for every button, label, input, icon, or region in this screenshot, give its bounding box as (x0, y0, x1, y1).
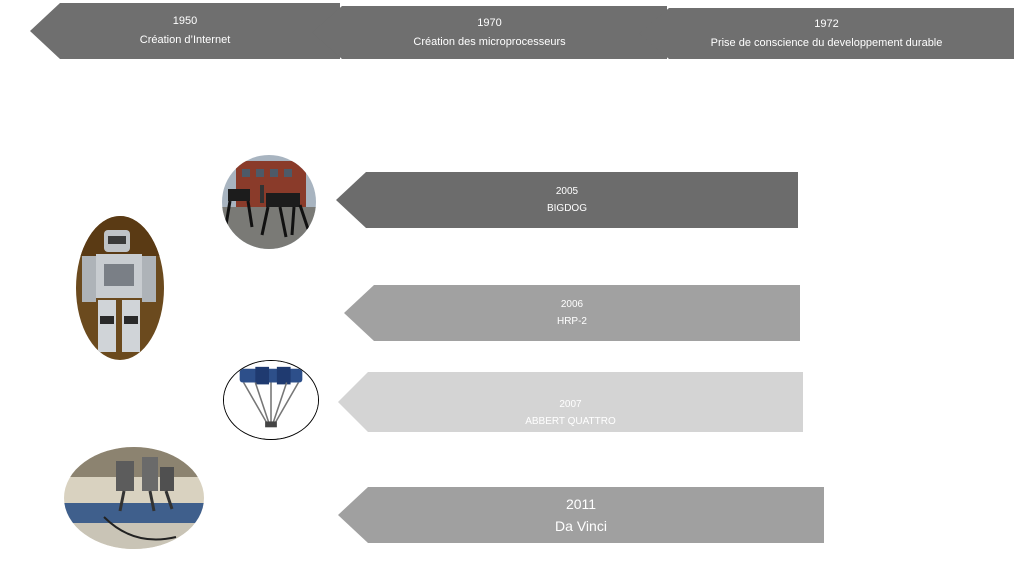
arrow-year: 1970 (477, 16, 502, 29)
arrow-year: 1950 (172, 15, 198, 28)
arrow-label: ABBERT QUATTRO (525, 416, 616, 427)
arrow-year: 2011 (565, 495, 597, 512)
timeline-arrow-2005: 2005 BIGDOG (336, 172, 798, 228)
timeline-arrow-2006: 2006 HRP-2 (344, 285, 800, 341)
timeline-arrow-2007: 2007 ABBERT QUATTRO (338, 372, 803, 432)
arrow-label: HRP-2 (556, 316, 587, 327)
arrow-label: BIGDOG (546, 203, 587, 214)
arrow-label: Da Vinci (555, 518, 607, 534)
hrp2-humanoid-photo (76, 216, 164, 360)
arrow-year: 2007 (559, 399, 582, 410)
timeline-arrow-2011: 2011 Da Vinci (338, 487, 824, 543)
arrow-year: 2006 (560, 299, 584, 310)
arrow-label: Prise de conscience du developpement dur… (710, 36, 943, 49)
arrow-year: 2005 (555, 186, 579, 197)
abb-delta-robot-photo (223, 360, 319, 440)
timeline-arrow-1972: 1972 Prise de conscience du developpemen… (639, 8, 1014, 59)
timeline-arrow-1970: 1970 Création des microprocesseurs (312, 6, 667, 59)
arrow-label: Création des microprocesseurs (413, 35, 566, 48)
da-vinci-surgical-robot-photo (64, 447, 204, 549)
bigdog-robot-photo (222, 155, 316, 249)
timeline-arrow-1950: 1950 Création d’Internet (30, 3, 340, 59)
arrow-year: 1972 (814, 17, 839, 30)
arrow-label: Création d’Internet (139, 34, 231, 46)
